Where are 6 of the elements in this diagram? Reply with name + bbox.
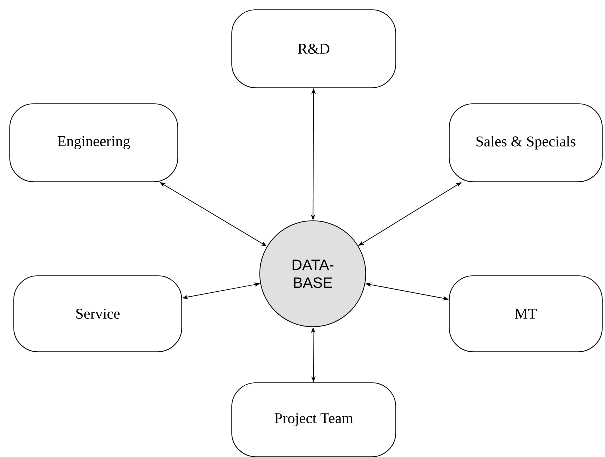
rounded-box: Service — [14, 276, 182, 352]
rounded-box: Project Team — [232, 382, 396, 457]
rounded-box: Engineering — [10, 104, 178, 182]
rounded-box: Sales & Specials — [449, 104, 603, 182]
rounded-box: MT — [449, 276, 603, 352]
rounded-box: R&D — [232, 10, 396, 88]
